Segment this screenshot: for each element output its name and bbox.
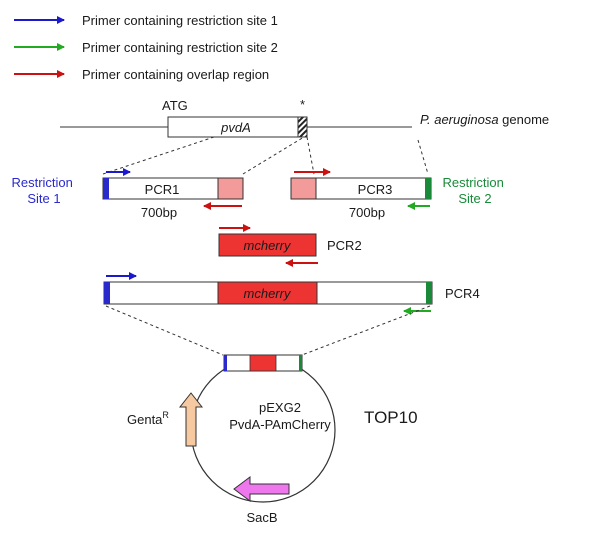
pcr3-label: PCR3	[358, 182, 393, 197]
pcr2-label: PCR2	[327, 238, 362, 253]
guide-pcr1-right	[242, 136, 305, 175]
legend-label-site2: Primer containing restriction site 2	[82, 40, 278, 55]
legend-label-site1: Primer containing restriction site 1	[82, 13, 278, 28]
pcr4-to-plasmid-guides	[105, 305, 431, 356]
plasmid: GentaR SacB pEXG2 PvdA-PAmCherry TOP10	[127, 354, 418, 525]
plasmid-insert-site1	[224, 355, 227, 371]
pcr3-size: 700bp	[349, 205, 385, 220]
stop-codon-hatch	[297, 116, 308, 138]
legend: Primer containing restriction site 1 Pri…	[14, 13, 278, 82]
genta-text: Genta	[127, 412, 163, 427]
sacb-arrow	[233, 476, 290, 502]
genta-superscript: R	[162, 410, 169, 420]
genome-to-pcr-guides	[102, 136, 429, 175]
pcr3-restriction-site	[425, 178, 431, 199]
pcr2-insert-label: mcherry	[244, 238, 292, 253]
legend-label-overlap: Primer containing overlap region	[82, 67, 269, 82]
pcr4-label: PCR4	[445, 286, 480, 301]
pcr3-overlap-region	[290, 177, 317, 200]
host-strain-label: TOP10	[364, 408, 418, 427]
start-codon-label: ATG	[162, 98, 188, 113]
plasmid-name-line1: pEXG2	[259, 400, 301, 415]
pcr4-restriction-site-2	[426, 282, 432, 304]
site2-label: Restriction Site 2	[442, 175, 507, 206]
pcr4-mcherry-region	[217, 281, 318, 305]
pvda-gene-label: pvdA	[220, 120, 251, 135]
pcr2-fragment: mcherry PCR2	[218, 224, 362, 267]
pcr3-fragment: PCR3 700bp Restriction Site 2	[290, 168, 507, 220]
site2-line2: Site 2	[458, 191, 491, 206]
plasmid-name-line2: PvdA-PAmCherry	[229, 417, 331, 432]
stop-marker: *	[300, 97, 305, 112]
pcr4-restriction-site-1	[104, 282, 110, 304]
guide-plasmid-left	[105, 305, 224, 356]
site2-line1: Restriction	[442, 175, 503, 190]
genome-region: ATG pvdA * P. aeruginosa genome	[60, 97, 549, 138]
guide-pcr3-right	[417, 139, 429, 175]
pcr4-fragment: mcherry PCR4	[103, 272, 480, 315]
genta-label: GentaR	[127, 410, 169, 427]
site1-line2: Site 1	[27, 191, 60, 206]
plasmid-insert-mcherry	[249, 354, 277, 372]
pcr1-size: 700bp	[141, 205, 177, 220]
sacb-label: SacB	[246, 510, 277, 525]
guide-pcr1-left	[102, 136, 215, 175]
genome-label: P. aeruginosa genome	[420, 112, 549, 127]
site1-line1: Restriction	[11, 175, 72, 190]
genta-resistance-arrow	[178, 392, 204, 447]
organism-name: P. aeruginosa	[420, 112, 499, 127]
pcr1-restriction-site	[103, 178, 109, 199]
pcr2-mcherry-box	[218, 233, 317, 257]
guide-pcr3-left	[306, 136, 315, 175]
plasmid-insert-site2	[299, 355, 302, 371]
pcr1-label: PCR1	[145, 182, 180, 197]
genome-word: genome	[502, 112, 549, 127]
pcr1-fragment: PCR1 700bp Restriction Site 1	[11, 168, 244, 220]
pcr1-overlap-region	[217, 177, 244, 200]
pcr4-insert-label: mcherry	[244, 286, 292, 301]
guide-plasmid-right	[301, 305, 431, 356]
site1-label: Restriction Site 1	[11, 175, 76, 206]
